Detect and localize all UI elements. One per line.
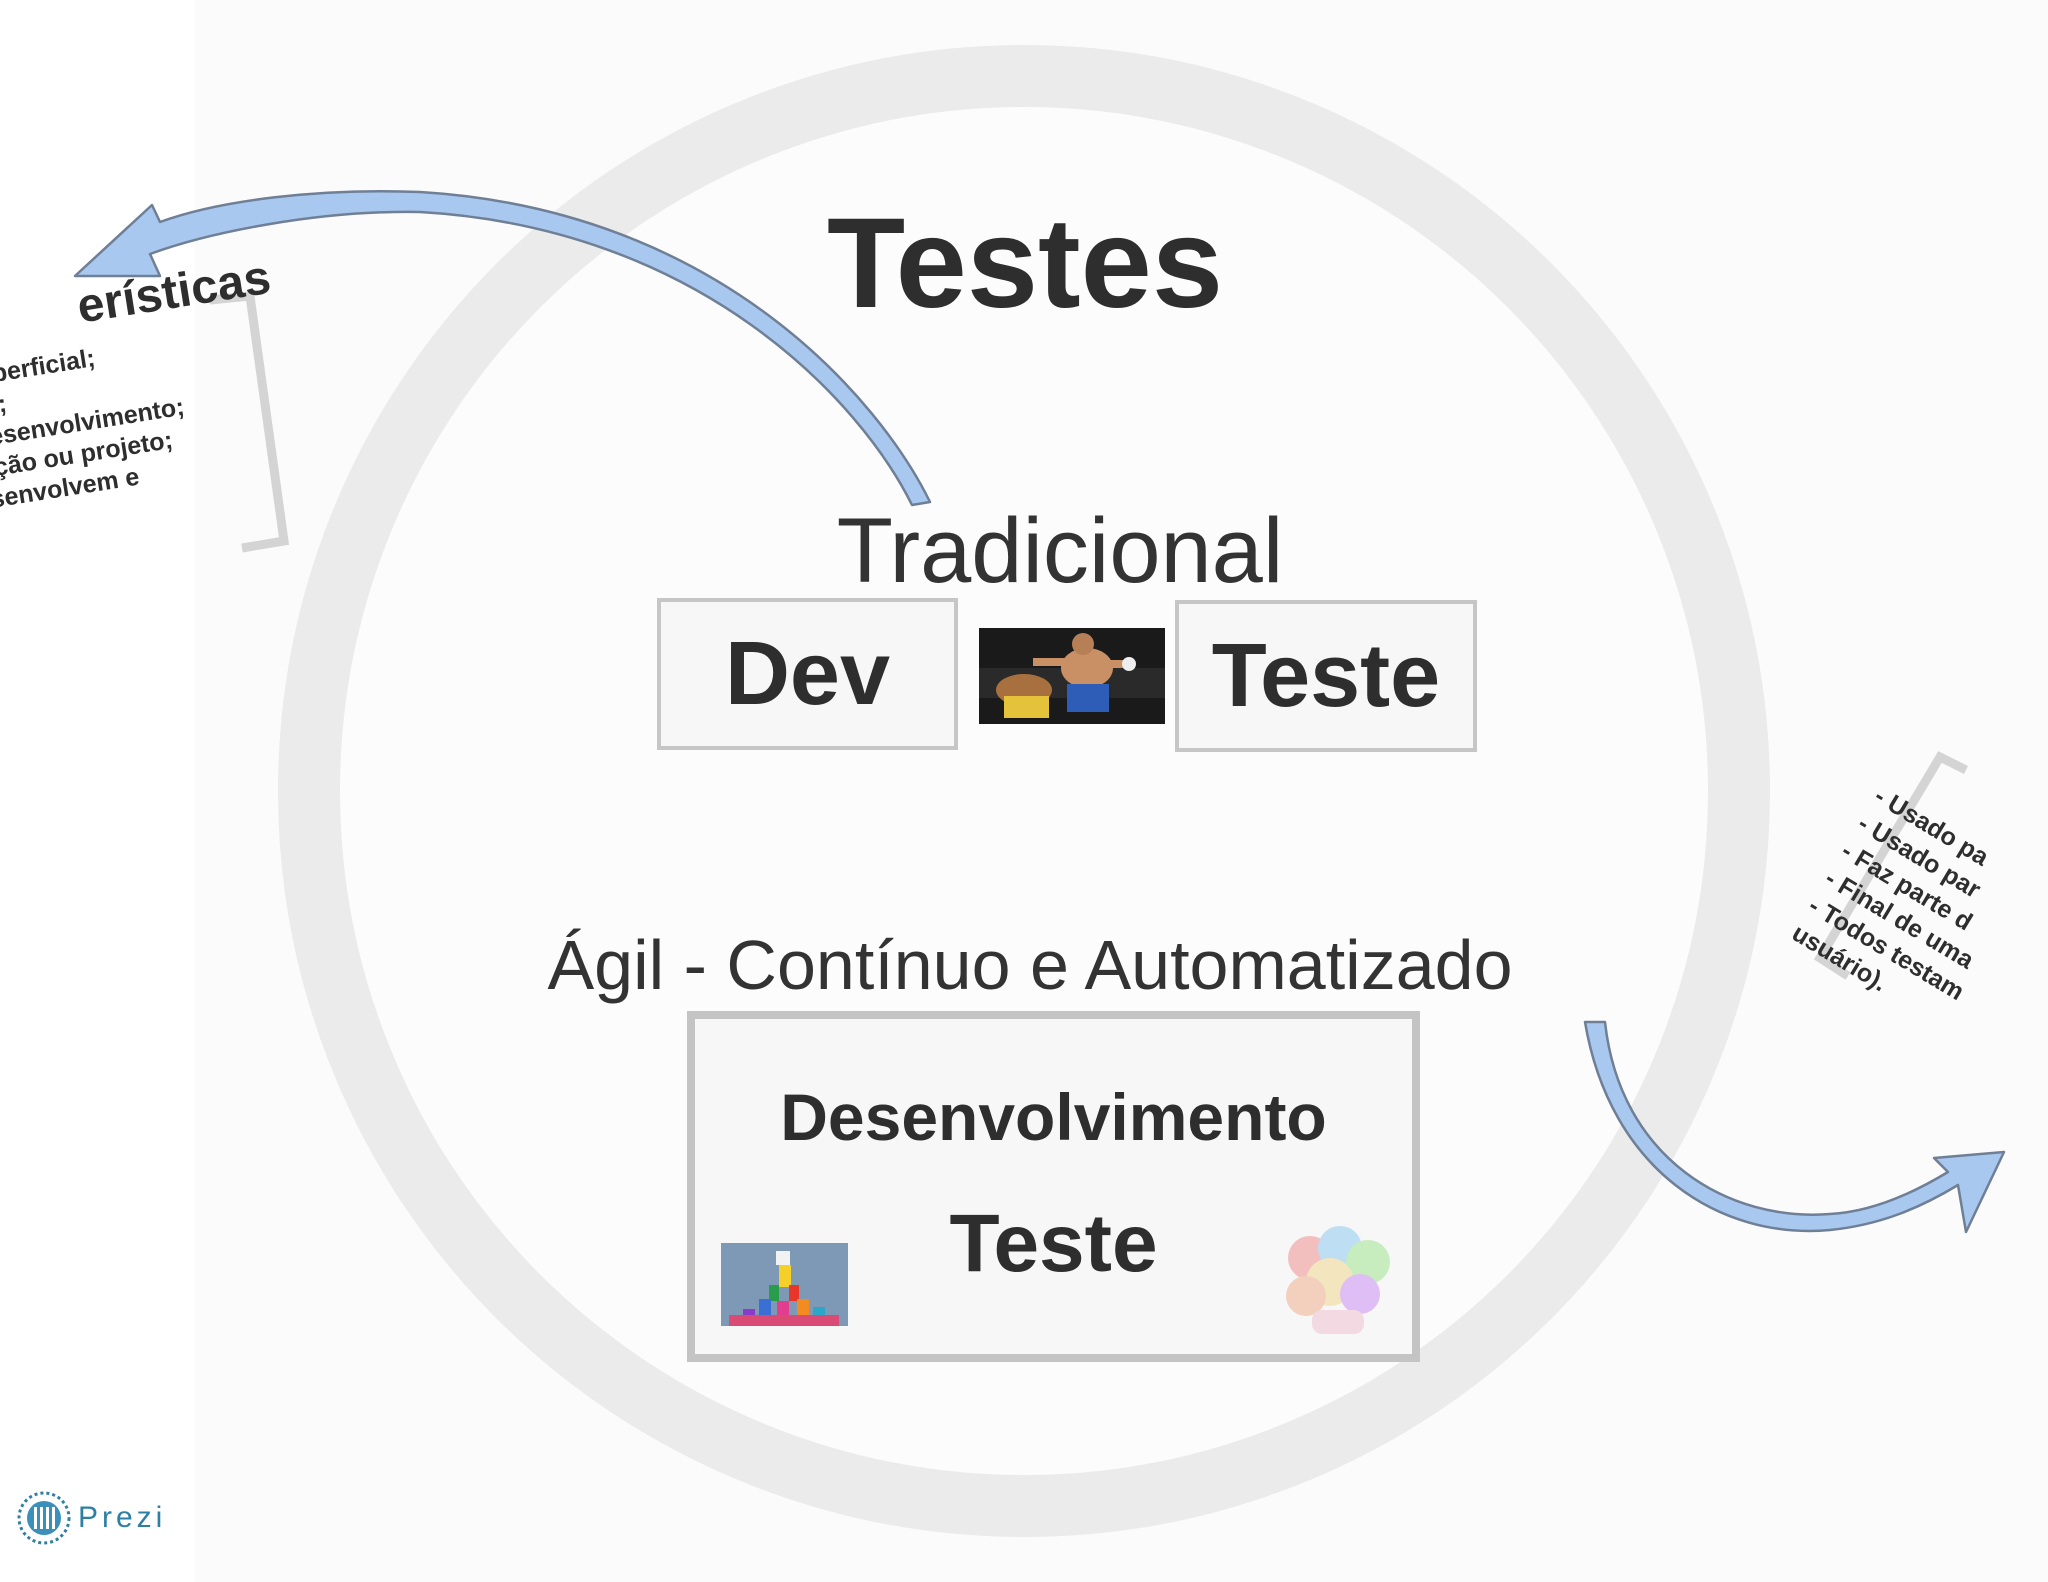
fighters-photo-icon xyxy=(979,628,1165,724)
dev-box-label: Dev xyxy=(724,623,891,724)
traditional-label: Tradicional xyxy=(836,500,1284,602)
puzzle-people-photo[interactable] xyxy=(721,1243,848,1326)
prezi-logo-text: Prezi xyxy=(78,1501,167,1534)
agile-box-line2: Teste xyxy=(949,1198,1158,1289)
agile-box-line1: Desenvolvimento xyxy=(780,1080,1327,1154)
dev-box[interactable]: Dev xyxy=(657,598,958,750)
fighters-photo[interactable] xyxy=(979,628,1165,724)
prezi-logo[interactable]: Prezi xyxy=(16,1490,166,1546)
puzzle-people-photo-icon xyxy=(721,1243,848,1326)
prezi-logo-icon xyxy=(17,1491,71,1545)
teste-box[interactable]: Teste xyxy=(1175,600,1477,752)
team-people-graphic-icon xyxy=(1286,1226,1390,1334)
agile-label: Ágil - Contínuo e Automatizado xyxy=(547,926,1513,1004)
slide-title: Testes xyxy=(826,192,1224,335)
team-people-graphic xyxy=(1272,1220,1402,1340)
teste-box-label: Teste xyxy=(1211,625,1441,726)
